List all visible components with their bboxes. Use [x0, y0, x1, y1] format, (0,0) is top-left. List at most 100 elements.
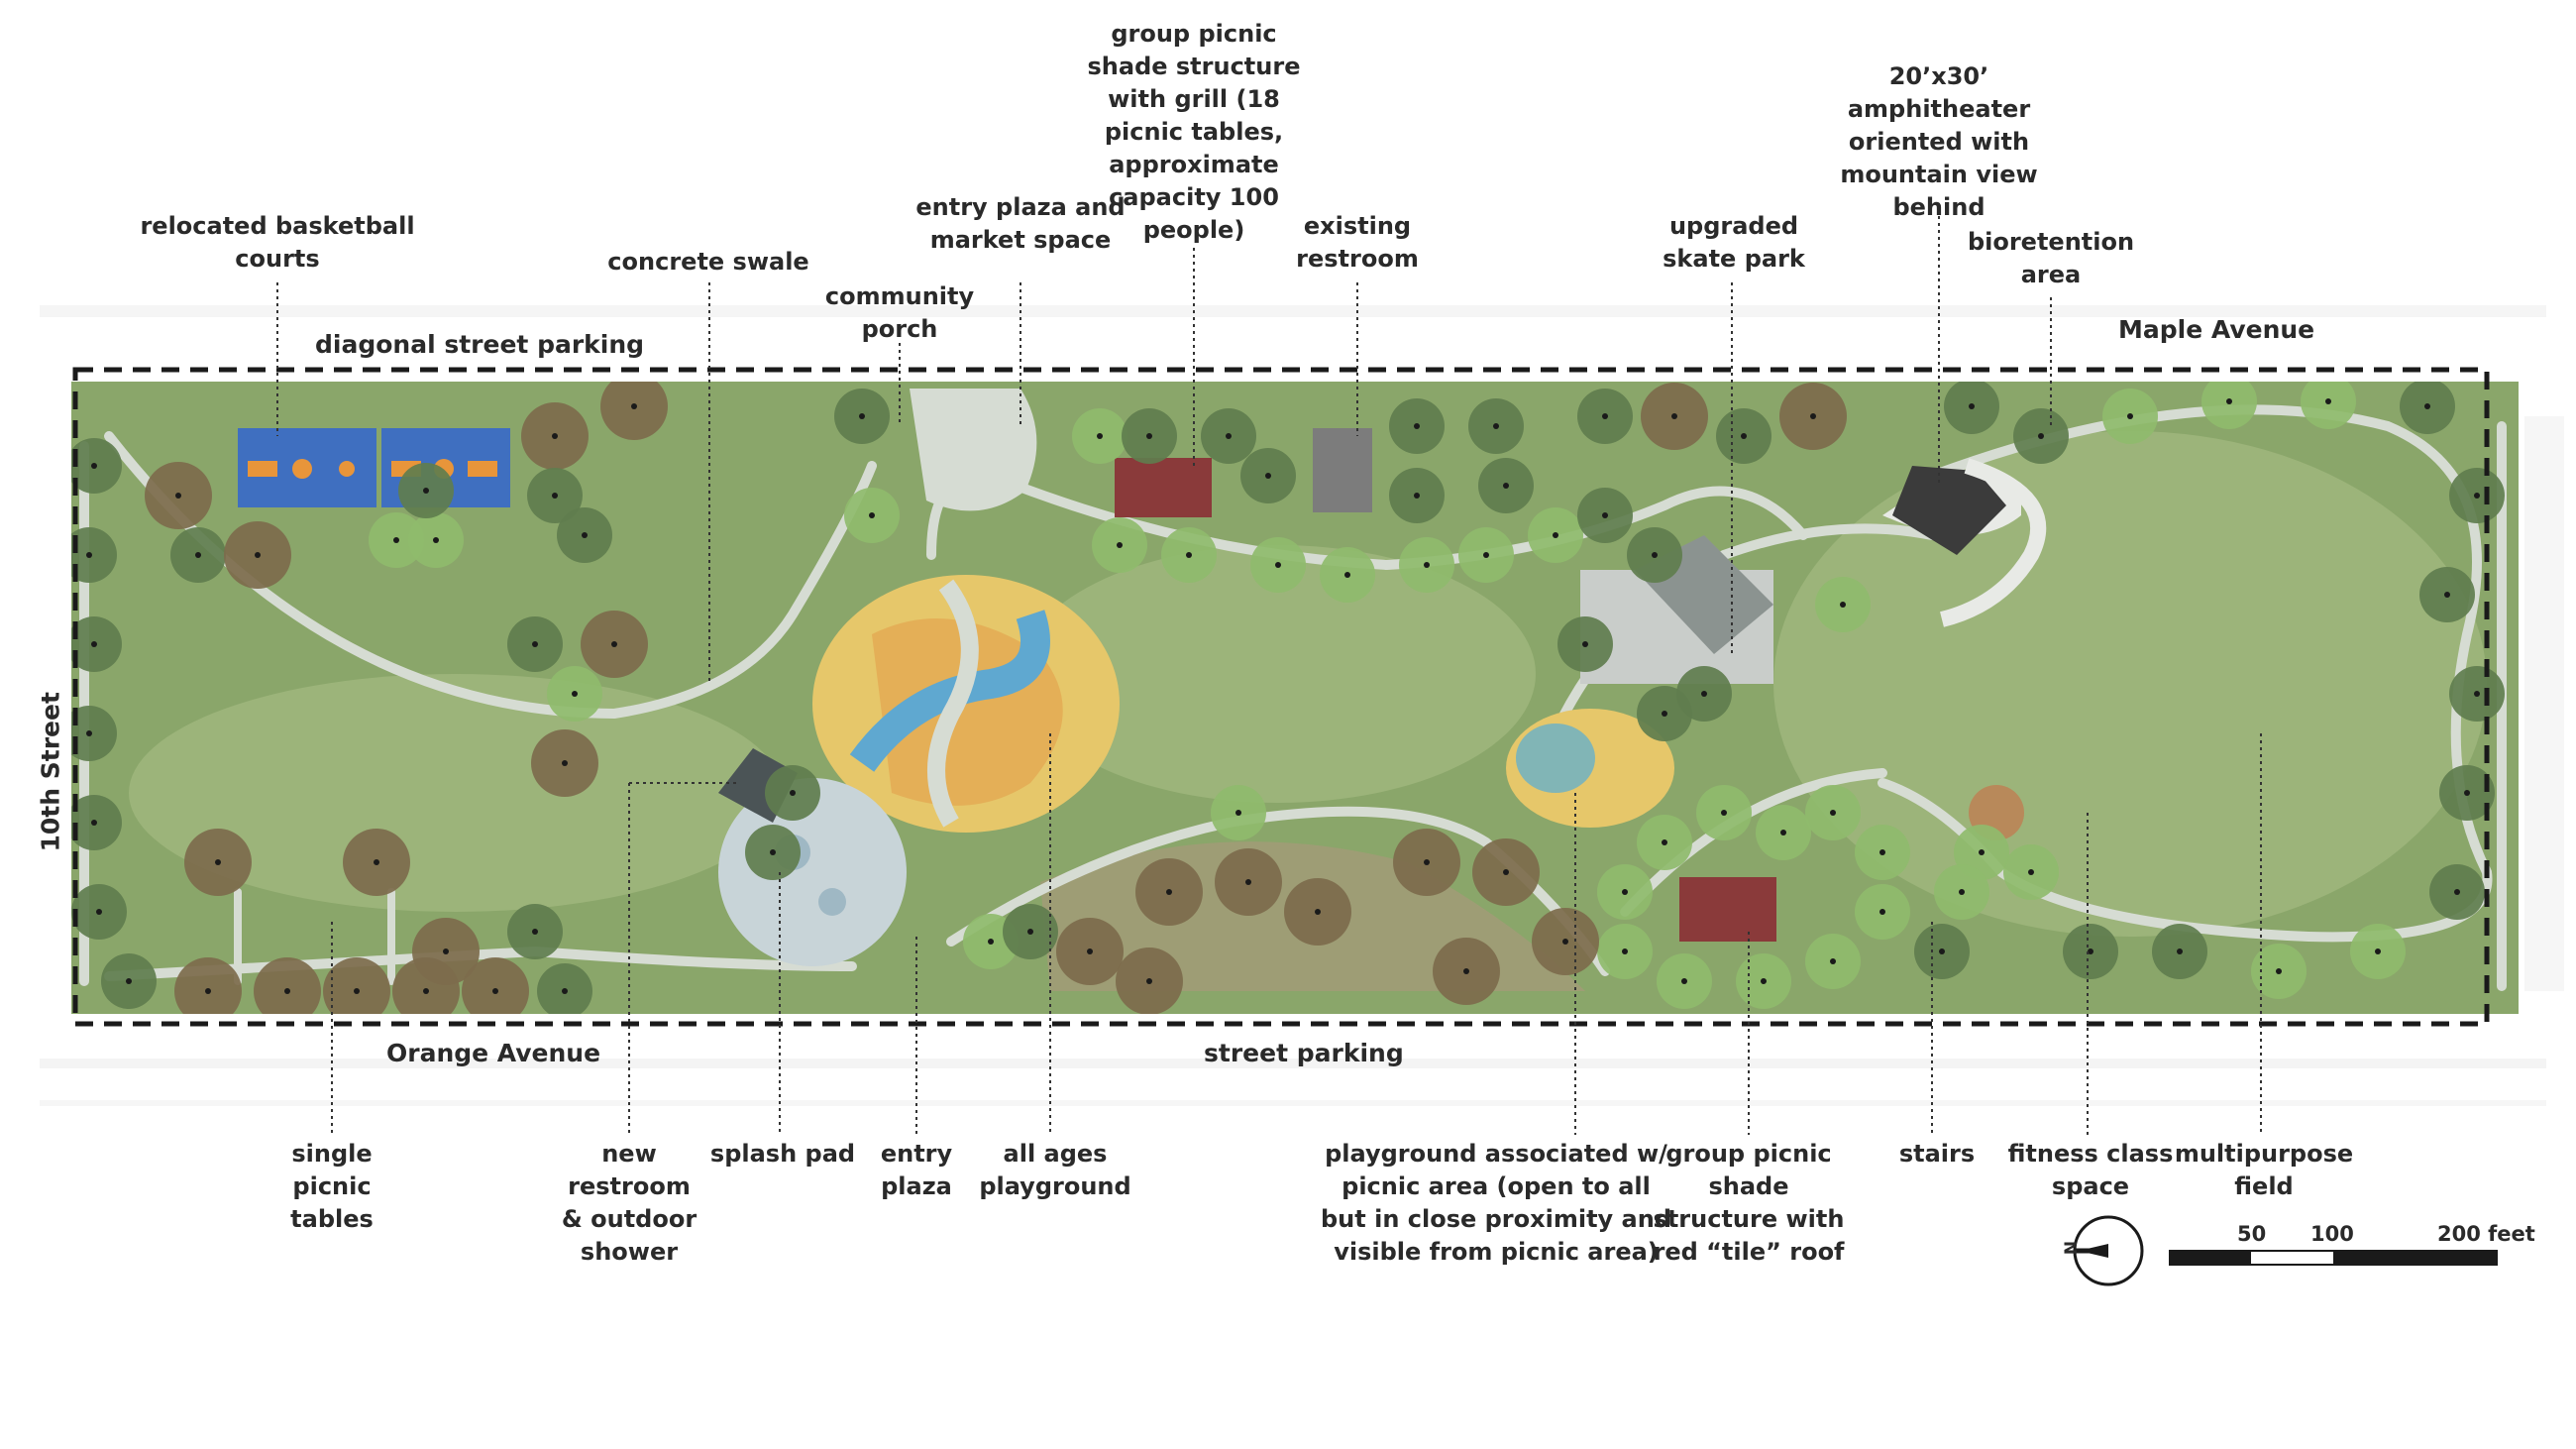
- tree-trunk-dot: [1463, 968, 1469, 974]
- tree: [71, 527, 117, 583]
- leader-lines: [276, 216, 2262, 1135]
- tree-trunk-dot: [770, 849, 776, 855]
- tree-trunk-dot: [433, 537, 439, 543]
- tree-trunk-dot: [443, 948, 449, 954]
- tree-trunk-dot: [1087, 948, 1093, 954]
- tree-trunk-dot: [1602, 512, 1608, 518]
- tree-trunk-dot: [1483, 552, 1489, 558]
- tree-trunk-dot: [1879, 909, 1885, 915]
- tree-trunk-dot: [215, 859, 221, 865]
- tree-trunk-dot: [532, 641, 538, 647]
- tree-trunk-dot: [572, 691, 578, 697]
- tree-trunk-dot: [205, 988, 211, 994]
- tree-trunk-dot: [374, 859, 379, 865]
- label-upgraded-skate-park: upgraded skate park: [1663, 212, 1805, 273]
- tree-trunk-dot: [1979, 849, 1985, 855]
- north-arrow: [2073, 1215, 2144, 1286]
- tree-trunk-dot: [1741, 433, 1747, 439]
- tree-trunk-dot: [2375, 948, 2381, 954]
- tree-trunk-dot: [988, 939, 994, 945]
- tree-trunk-dot: [2038, 433, 2044, 439]
- tree-trunk-dot: [1493, 423, 1499, 429]
- label-amphitheater: 20’x30’ amphitheater oriented with mount…: [1840, 62, 2038, 221]
- tree-trunk-dot: [1344, 572, 1350, 578]
- tree-trunk-dot: [869, 512, 875, 518]
- tree-trunk-dot: [611, 641, 617, 647]
- tree-trunk-dot: [1582, 641, 1588, 647]
- tree: [71, 706, 117, 761]
- tree-trunk-dot: [91, 463, 97, 469]
- tree-trunk-dot: [1275, 562, 1281, 568]
- park-boundary: [72, 367, 2490, 1027]
- tree-trunk-dot: [2088, 948, 2093, 954]
- label-playground-picnic-area: playground associated w/ picnic area (op…: [1321, 1140, 1671, 1266]
- tree-trunk-dot: [1146, 978, 1152, 984]
- tree-trunk-dot: [1671, 413, 1677, 419]
- tree-trunk-dot: [2127, 413, 2133, 419]
- tree-trunk-dot: [1562, 939, 1568, 945]
- tree-trunk-dot: [96, 909, 102, 915]
- label-group-picnic-red-roof: group picnic shade structure with red “t…: [1653, 1140, 1845, 1266]
- group-picnic-grill-roof: [1115, 458, 1212, 517]
- multipurpose-field-lawn: [1773, 431, 2487, 937]
- tree-trunk-dot: [1117, 542, 1123, 548]
- tree-trunk-dot: [1503, 869, 1509, 875]
- tree-trunk-dot: [175, 493, 181, 499]
- scale-bar: [2169, 1250, 2498, 1266]
- tree-trunk-dot: [532, 929, 538, 935]
- tree-trunk-dot: [255, 552, 261, 558]
- tree-trunk-dot: [2444, 592, 2450, 598]
- label-group-picnic-grill: group picnic shade structure with grill …: [1087, 20, 1301, 244]
- tree-trunk-dot: [1830, 810, 1836, 816]
- label-relocated-basketball-courts: relocated basketball courts: [140, 212, 415, 273]
- tree-trunk-dot: [1424, 859, 1430, 865]
- tree-trunk-dot: [1553, 532, 1558, 538]
- label-new-restroom-shower: new restroom & outdoor shower: [561, 1140, 698, 1266]
- tree-trunk-dot: [1662, 839, 1667, 845]
- amphitheater: [1882, 458, 2047, 627]
- label-existing-restroom: existing restroom: [1296, 212, 1419, 273]
- central-lawn: [1020, 545, 1536, 803]
- existing-restroom-roof: [1313, 428, 1372, 512]
- tree-trunk-dot: [1721, 810, 1727, 816]
- tree-trunk-dot: [1879, 849, 1885, 855]
- tree: [2301, 382, 2356, 429]
- street-10th-street: 10th Street: [36, 692, 65, 852]
- tree-trunk-dot: [393, 537, 399, 543]
- tree-trunk-dot: [552, 433, 558, 439]
- tree-trunk-dot: [195, 552, 201, 558]
- tree-trunk-dot: [492, 988, 498, 994]
- tree-trunk-dot: [1939, 948, 1945, 954]
- tree-trunk-dot: [1424, 562, 1430, 568]
- tree-trunk-dot: [1840, 602, 1846, 608]
- tree-trunk-dot: [2474, 691, 2480, 697]
- tree-trunk-dot: [1245, 879, 1251, 885]
- label-community-porch: community porch: [824, 282, 975, 343]
- label-bioretention-area: bioretention area: [1967, 228, 2135, 288]
- tree-trunk-dot: [2424, 403, 2430, 409]
- label-fitness-class-space: fitness class space: [2007, 1140, 2174, 1200]
- tree-trunk-dot: [2276, 968, 2282, 974]
- street-parking-label: street parking: [1204, 1039, 1404, 1067]
- tree-trunk-dot: [552, 493, 558, 499]
- tree-trunk-dot: [790, 790, 796, 796]
- tree-trunk-dot: [1622, 948, 1628, 954]
- tree-trunk-dot: [562, 988, 568, 994]
- tree-trunk-dot: [354, 988, 360, 994]
- label-entry-plaza-market: entry plaza and market space: [915, 193, 1126, 254]
- basketball-courts: [238, 428, 510, 507]
- tree-trunk-dot: [2454, 889, 2460, 895]
- group-picnic-red-roof: [1679, 877, 1776, 942]
- tree-trunk-dot: [1226, 433, 1232, 439]
- label-stairs: stairs: [1898, 1140, 1976, 1168]
- tree-trunk-dot: [1701, 691, 1707, 697]
- tree-trunk-dot: [1681, 978, 1687, 984]
- tree-trunk-dot: [1810, 413, 1816, 419]
- tree-trunk-dot: [1780, 830, 1786, 836]
- tree-trunk-dot: [1097, 433, 1103, 439]
- label-single-picnic-tables: single picnic tables: [290, 1140, 374, 1233]
- tree-trunk-dot: [859, 413, 865, 419]
- tree-trunk-dot: [582, 532, 588, 538]
- label-all-ages-playground: all ages playground: [979, 1140, 1131, 1200]
